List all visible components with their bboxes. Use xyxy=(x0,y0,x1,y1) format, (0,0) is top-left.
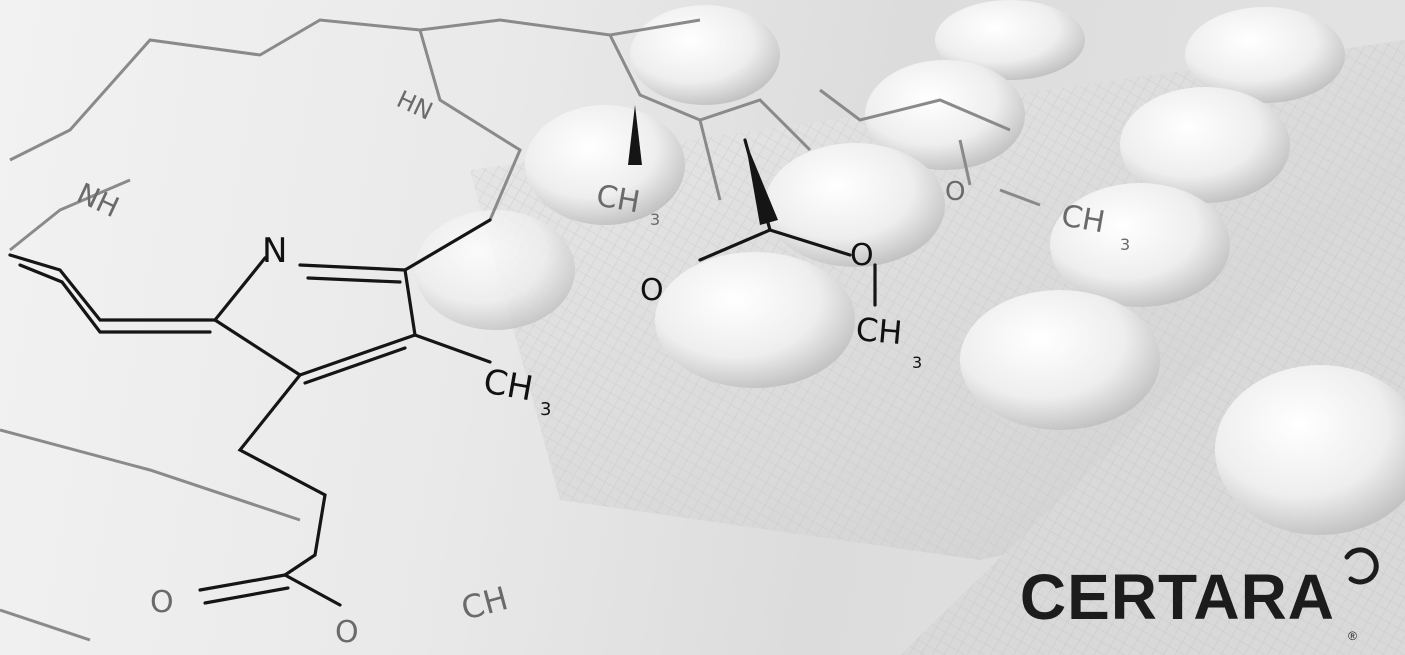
main-molecule-lines xyxy=(8,138,877,607)
logo-wordmark: CERTARA xyxy=(1019,561,1335,633)
registered-mark: ® xyxy=(1348,629,1357,643)
wedge-bond xyxy=(745,140,778,225)
label-ch3-main: CH xyxy=(480,361,536,409)
label-ch3-bottom: CH xyxy=(457,579,512,628)
label-o-bottom-mid: O xyxy=(335,615,359,650)
label-ch3-main-sub: 3 xyxy=(540,399,551,420)
pills xyxy=(415,0,1405,535)
label-hn: HN xyxy=(392,85,436,126)
logo-arc-icon xyxy=(1344,547,1379,585)
blister-pack-front xyxy=(900,190,1405,655)
label-o-left: O xyxy=(640,273,664,308)
label-ch3-right-sub: 3 xyxy=(1120,235,1130,254)
label-ch3-right: CH xyxy=(1059,198,1108,240)
label-ch3-top: CH xyxy=(594,178,643,220)
label-o-right: O xyxy=(945,177,965,207)
label-ch3-top-sub: 3 xyxy=(650,210,660,229)
label-nh: NH xyxy=(72,176,124,224)
label-ch3-middle-sub: 3 xyxy=(912,353,922,372)
label-o-bottom-left: O xyxy=(150,585,174,620)
label-o-middle: O xyxy=(850,238,874,273)
wedge-bond xyxy=(628,105,642,165)
certara-logo: CERTARA xyxy=(1019,547,1383,633)
label-n: N xyxy=(262,231,287,271)
faint-molecule-lines xyxy=(0,18,1041,642)
label-ch3-middle: CH xyxy=(854,310,904,352)
